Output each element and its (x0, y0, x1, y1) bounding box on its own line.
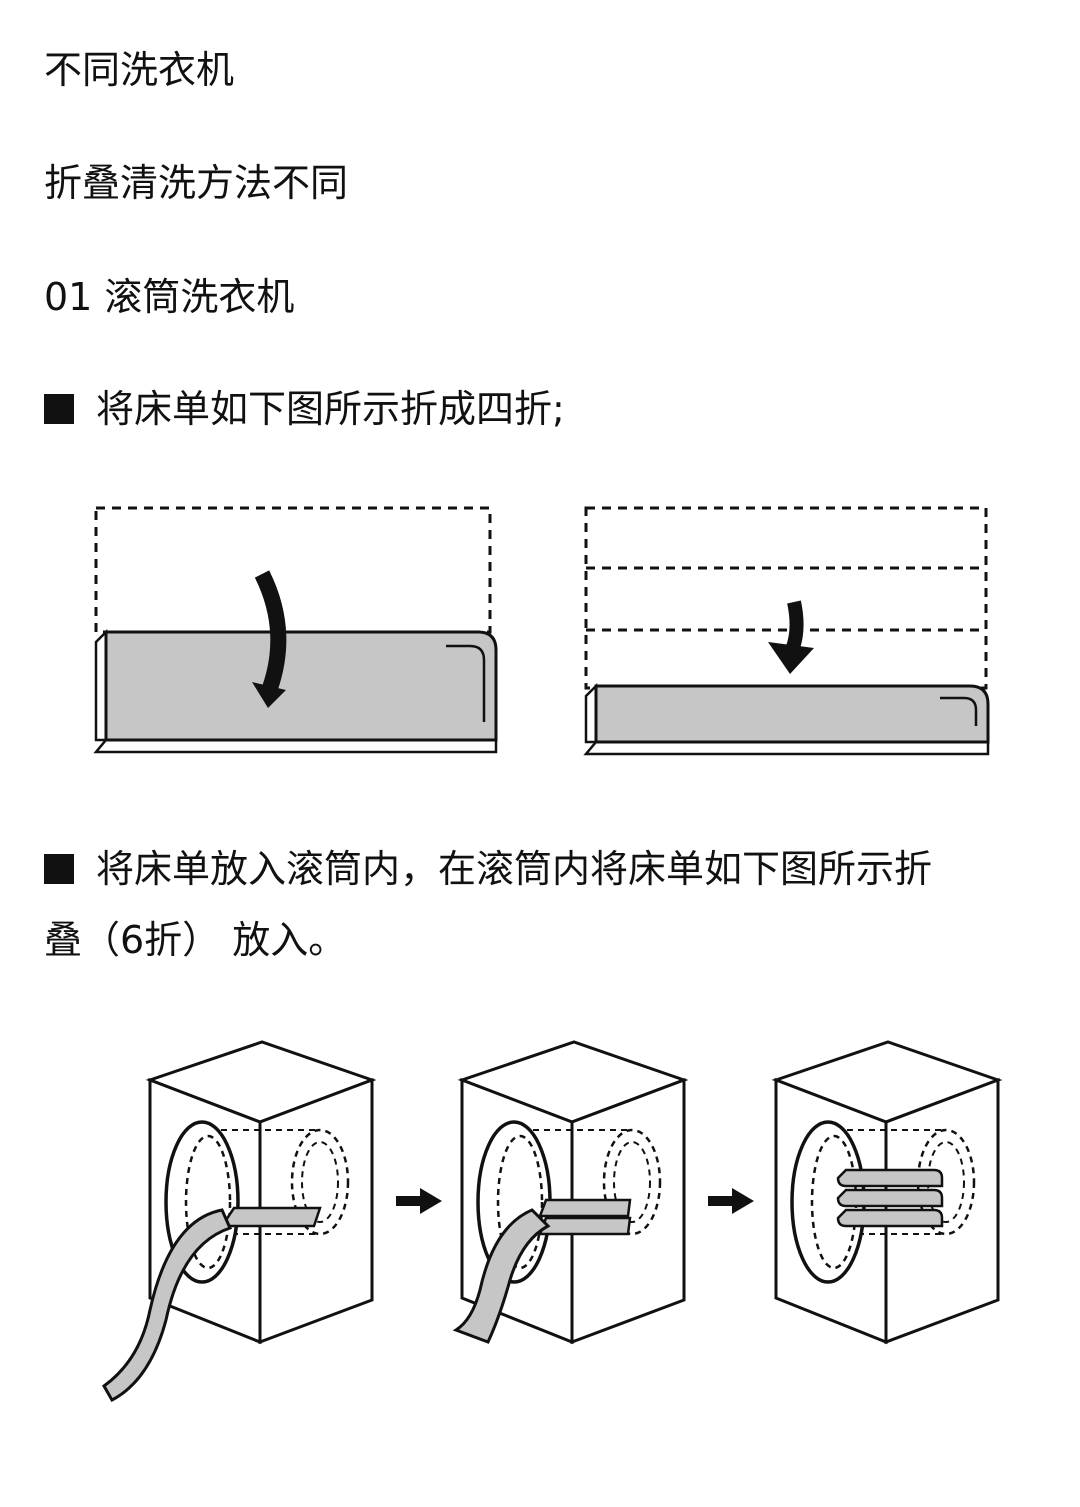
washer-step-1-illustration (102, 1040, 377, 1403)
washer-diagram (102, 1040, 1003, 1403)
bullet-square-icon (44, 394, 74, 424)
page-title: 不同洗衣机 (44, 48, 235, 92)
fold-diagram (93, 506, 990, 756)
step-1-text: 将床单如下图所示折成四折; (96, 387, 565, 431)
step-2-text-line-1: 将床单放入滚筒内，在滚筒内将床单如下图所示折 (96, 847, 933, 891)
fold-in-quarters-illustration (583, 506, 990, 756)
fold-in-half-illustration (93, 506, 498, 754)
arrow-right-icon (708, 1188, 754, 1214)
section-heading: 01 滚筒洗衣机 (44, 275, 295, 319)
step-1: 将床单如下图所示折成四折; (44, 383, 565, 435)
bullet-square-icon (44, 854, 74, 884)
page-subtitle: 折叠清洗方法不同 (44, 161, 349, 205)
washer-step-2-illustration (452, 1040, 689, 1345)
washer-step-3-illustration (771, 1040, 1003, 1345)
arrow-down-curved-icon (252, 570, 287, 708)
arrow-down-icon (768, 600, 814, 674)
arrow-right-icon (396, 1188, 442, 1214)
step-2: 将床单放入滚筒内，在滚筒内将床单如下图所示折 (44, 843, 932, 895)
step-2-continued: 叠（6折） 放入。 (44, 918, 347, 962)
